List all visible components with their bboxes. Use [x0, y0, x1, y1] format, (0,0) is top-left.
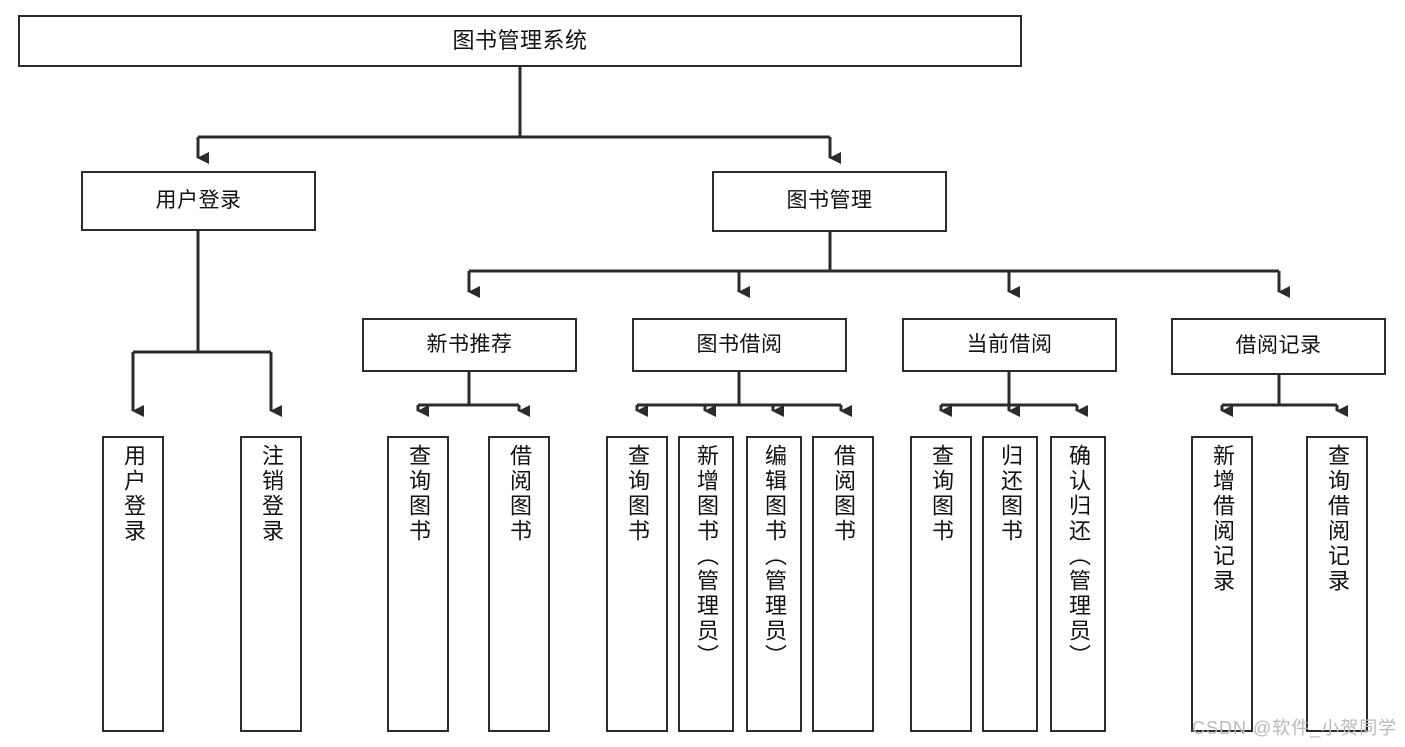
node-root-library-system[interactable]: 图书管理系统 [18, 15, 1022, 67]
edge-group-book-borrow [635, 372, 852, 417]
node-label: 查询借阅记录 [1324, 444, 1350, 594]
node-leaf-search-book-borrow[interactable]: 查询图书 [606, 436, 668, 732]
node-label: 新增借阅记录 [1209, 444, 1235, 594]
node-leaf-search-borrow-record[interactable]: 查询借阅记录 [1306, 436, 1368, 732]
node-label: 图书管理系统 [452, 28, 588, 54]
node-leaf-add-book-admin[interactable]: 新增图书（管理员） [678, 436, 734, 732]
edge-group-root [196, 67, 841, 164]
node-label: 用户登录 [155, 188, 242, 212]
edge-group-borrow-record [1220, 375, 1348, 417]
node-leaf-borrow-book[interactable]: 借阅图书 [812, 436, 874, 732]
edge-group-book-management [467, 232, 1290, 298]
node-label: 图书借阅 [696, 332, 783, 356]
node-label: 借阅图书 [506, 444, 532, 544]
node-new-book-recommend[interactable]: 新书推荐 [362, 318, 577, 372]
node-label: 当前借阅 [966, 332, 1053, 356]
node-label: 用户登录 [120, 444, 146, 544]
node-book-management[interactable]: 图书管理 [712, 171, 947, 232]
node-leaf-borrow-book-new[interactable]: 借阅图书 [488, 436, 550, 732]
edge-group-new-book [416, 372, 530, 417]
node-book-borrow[interactable]: 图书借阅 [632, 318, 847, 372]
node-borrow-record[interactable]: 借阅记录 [1171, 318, 1386, 375]
node-label: 归还图书 [997, 444, 1023, 544]
node-leaf-edit-book-admin[interactable]: 编辑图书（管理员） [746, 436, 802, 732]
node-label: 借阅图书 [830, 444, 856, 544]
node-leaf-return-book[interactable]: 归还图书 [982, 436, 1038, 732]
node-current-borrow[interactable]: 当前借阅 [902, 318, 1117, 372]
node-label: 注销登录 [258, 444, 284, 544]
node-user-login[interactable]: 用户登录 [81, 171, 316, 231]
node-leaf-logout[interactable]: 注销登录 [240, 436, 302, 732]
node-leaf-user-login[interactable]: 用户登录 [102, 436, 164, 732]
node-label: 编辑图书（管理员） [761, 444, 787, 669]
node-label: 借阅记录 [1235, 334, 1322, 358]
node-leaf-search-book-current[interactable]: 查询图书 [910, 436, 972, 732]
node-label: 图书管理 [786, 189, 873, 213]
node-label: 查询图书 [624, 444, 650, 544]
edge-group-current-borrow [939, 372, 1088, 417]
node-label: 新增图书（管理员） [693, 444, 719, 669]
node-leaf-search-book-new[interactable]: 查询图书 [387, 436, 449, 732]
csdn-watermark: CSDN @软件_小贺同学 [1192, 718, 1398, 738]
node-leaf-add-borrow-record[interactable]: 新增借阅记录 [1191, 436, 1253, 732]
edge-group-user-login [131, 231, 282, 417]
node-label: 新书推荐 [426, 332, 513, 356]
node-label: 查询图书 [928, 444, 954, 544]
node-label: 查询图书 [405, 444, 431, 544]
node-label: 确认归还（管理员） [1065, 444, 1091, 669]
node-leaf-confirm-return-admin[interactable]: 确认归还（管理员） [1050, 436, 1106, 732]
